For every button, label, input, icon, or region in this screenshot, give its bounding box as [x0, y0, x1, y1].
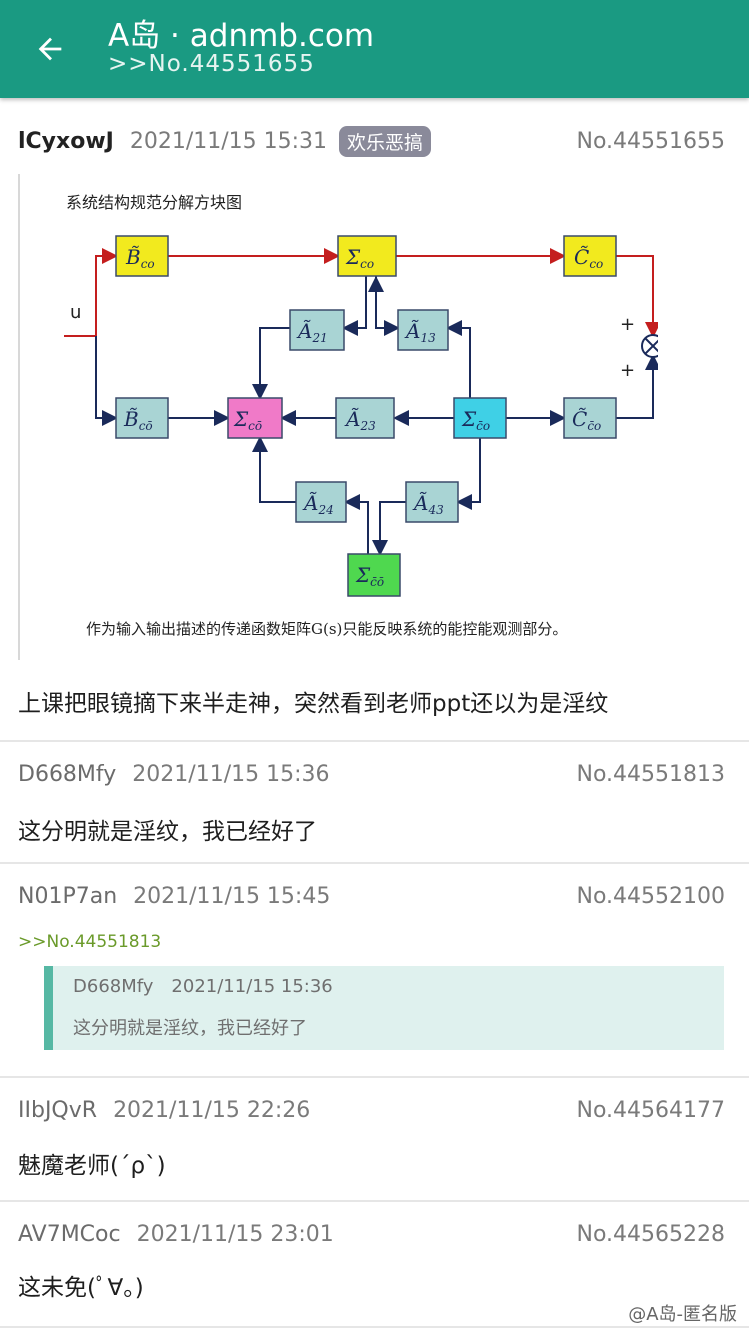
user-id[interactable]: AV7MCoc — [18, 1222, 121, 1247]
post-time: 2021/11/15 22:26 — [113, 1098, 311, 1123]
post-meta: N01P7an 2021/11/15 15:45 No.44552100 — [18, 884, 725, 909]
post-number[interactable]: No.44565228 — [576, 1222, 726, 1247]
post-time: 2021/11/15 15:45 — [133, 884, 331, 909]
quoted-time: 2021/11/15 15:36 — [171, 976, 333, 997]
svg-text:+: + — [620, 360, 635, 381]
post-number[interactable]: No.44551813 — [576, 762, 726, 787]
arrow-back-icon — [38, 37, 62, 61]
sum-junction — [641, 334, 665, 358]
board-tag[interactable]: 欢乐恶搞 — [339, 126, 432, 157]
user-id[interactable]: D668Mfy — [18, 762, 117, 787]
svg-text:u: u — [70, 302, 81, 323]
post-image[interactable]: 系统结构规范分解方块图 — [18, 174, 690, 660]
op-post[interactable]: lCyxowJ 2021/11/15 15:31 欢乐恶搞 No.4455165… — [0, 98, 749, 742]
diagram-title: 系统结构规范分解方块图 — [66, 193, 242, 212]
post-number[interactable]: No.44564177 — [576, 1098, 726, 1123]
quoted-meta: D668Mfy 2021/11/15 15:36 — [73, 976, 333, 997]
diagram-caption: 作为输入输出描述的传递函数矩阵G(s)只能反映系统的能控能观测部分。 — [86, 620, 567, 638]
back-button[interactable] — [22, 25, 78, 73]
reply-post[interactable]: D668Mfy 2021/11/15 15:36 No.44551813 这分明… — [0, 742, 749, 864]
reply-post[interactable]: N01P7an 2021/11/15 15:45 No.44552100 >>N… — [0, 864, 749, 1078]
quote-link[interactable]: >>No.44551813 — [18, 932, 162, 952]
svg-text:C̃c̄o: C̃c̄o — [572, 407, 601, 433]
post-meta: IIbJQvR 2021/11/15 22:26 No.44564177 — [18, 1098, 725, 1123]
app-title: A岛 · adnmb.com — [108, 18, 375, 54]
post-text: 魅魔老师(´ρ`) — [18, 1153, 166, 1179]
thread-number: >>No.44551655 — [108, 51, 315, 77]
user-id[interactable]: IIbJQvR — [18, 1098, 98, 1123]
post-text: 这分明就是淫纹，我已经好了 — [18, 819, 317, 845]
svg-text:+: + — [620, 314, 635, 335]
post-time: 2021/11/15 23:01 — [136, 1222, 334, 1247]
post-time: 2021/11/15 15:36 — [132, 762, 330, 787]
post-meta: lCyxowJ 2021/11/15 15:31 欢乐恶搞 No.4455165… — [18, 126, 725, 157]
post-number[interactable]: No.44552100 — [576, 884, 726, 909]
post-text: 这未免(ﾟ∀。) — [18, 1275, 144, 1301]
quoted-post[interactable]: D668Mfy 2021/11/15 15:36 这分明就是淫纹，我已经好了 — [44, 966, 724, 1050]
user-id[interactable]: lCyxowJ — [18, 129, 114, 154]
thread-feed: lCyxowJ 2021/11/15 15:31 欢乐恶搞 No.4455165… — [0, 98, 749, 1328]
post-meta: AV7MCoc 2021/11/15 23:01 No.44565228 — [18, 1222, 725, 1247]
post-time: 2021/11/15 15:31 — [129, 129, 328, 154]
block-diagram: 系统结构规范分解方块图 — [64, 193, 690, 638]
post-text: 上课把眼镜摘下来半走神，突然看到老师ppt还以为是淫纹 — [18, 691, 609, 717]
post-meta: D668Mfy 2021/11/15 15:36 No.44551813 — [18, 762, 725, 787]
quoted-text: 这分明就是淫纹，我已经好了 — [73, 1018, 307, 1039]
reply-post[interactable]: IIbJQvR 2021/11/15 22:26 No.44564177 魅魔老… — [0, 1078, 749, 1202]
user-id[interactable]: N01P7an — [18, 884, 118, 909]
watermark: @A岛-匿名版 — [628, 1304, 737, 1325]
quoted-user-id: D668Mfy — [73, 976, 154, 997]
post-number[interactable]: No.44551655 — [576, 129, 726, 154]
reply-post[interactable]: AV7MCoc 2021/11/15 23:01 No.44565228 这未免… — [0, 1202, 749, 1328]
app-bar: A岛 · adnmb.com >>No.44551655 — [0, 0, 749, 98]
svg-text:Ã43: Ã43 — [412, 491, 444, 517]
